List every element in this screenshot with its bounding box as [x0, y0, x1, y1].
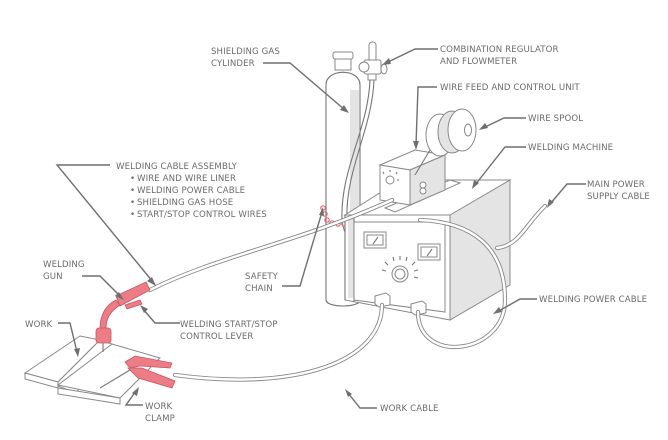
label-cable-item-2: WELDING POWER CABLE — [137, 186, 245, 196]
label-safety-chain-2: CHAIN — [245, 284, 273, 294]
bullet-2: • — [130, 186, 135, 196]
work-clamp — [99, 355, 176, 389]
label-work-cable: WORK CABLE — [380, 404, 439, 414]
label-work-clamp-1: WORK — [145, 402, 173, 412]
label-work-clamp-2: CLAMP — [145, 414, 175, 424]
label-welding-cable-assembly: WELDING CABLE ASSEMBLY — [116, 162, 238, 172]
wire-feed-control-unit — [378, 149, 462, 213]
label-main-power-1: MAIN POWER — [587, 180, 645, 190]
wire-spool — [414, 108, 477, 176]
label-cable-item-3: SHIELDING GAS HOSE — [137, 198, 233, 208]
label-safety-chain-1: SAFETY — [245, 272, 279, 282]
control-dial — [381, 256, 419, 283]
label-main-power-2: SUPPLY CABLE — [587, 192, 650, 202]
welding-machine — [343, 179, 512, 321]
label-welding-gun-2: GUN — [43, 272, 63, 282]
bullet-4: • — [130, 210, 135, 220]
label-cable-item-4: START/STOP CONTROL WIRES — [137, 210, 267, 220]
welding-cable-assembly-cable — [147, 197, 395, 293]
bullet-3: • — [130, 198, 135, 208]
label-welding-machine: WELDING MACHINE — [528, 143, 613, 153]
labels: SHIELDING GAS CYLINDER COMBINATION REGUL… — [25, 45, 650, 424]
label-shielding-gas-cylinder-2: CYLINDER — [211, 59, 255, 69]
leader-lines — [55, 48, 586, 409]
welding-gun — [95, 281, 151, 352]
label-wire-feed-unit: WIRE FEED AND CONTROL UNIT — [440, 83, 580, 93]
label-cable-item-1: WIRE AND WIRE LINER — [137, 174, 236, 184]
label-welding-gun-1: WELDING — [43, 260, 85, 270]
bullet-1: • — [130, 174, 135, 184]
main-power-supply-cable — [494, 203, 548, 251]
work-cable — [172, 302, 385, 382]
label-work: WORK — [25, 320, 53, 330]
label-combination-regulator-1: COMBINATION REGULATOR — [440, 45, 559, 55]
welding-power-cable-loop — [415, 217, 508, 349]
label-welding-power-cable: WELDING POWER CABLE — [539, 295, 647, 305]
label-start-stop-lever-2: CONTROL LEVER — [180, 332, 254, 342]
label-wire-spool: WIRE SPOOL — [528, 114, 583, 124]
label-start-stop-lever-1: WELDING START/STOP — [180, 320, 278, 330]
label-combination-regulator-2: AND FLOWMETER — [440, 57, 517, 67]
label-shielding-gas-cylinder-1: SHIELDING GAS — [211, 47, 280, 57]
